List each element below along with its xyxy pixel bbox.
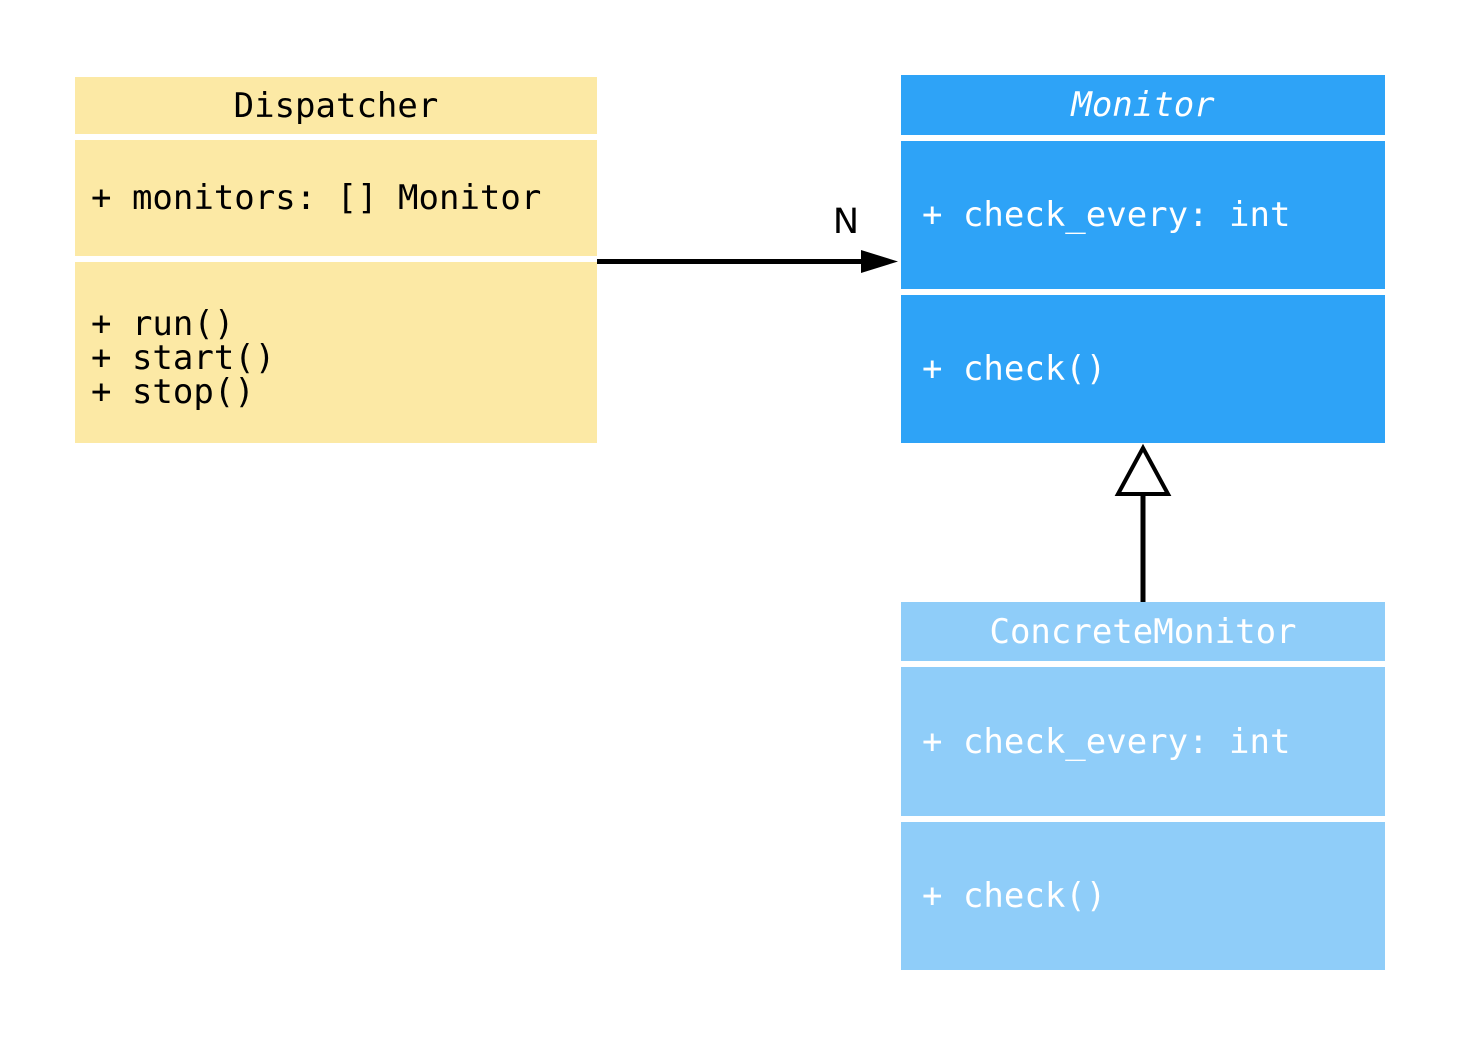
attribute-item: + check_every: int [922, 195, 1291, 235]
class-title: Monitor [1071, 85, 1215, 125]
class-title: ConcreteMonitor [989, 611, 1297, 652]
class-title-compartment: Dispatcher [75, 77, 597, 134]
class-title: Dispatcher [233, 85, 439, 126]
methods-compartment: + check() [901, 295, 1385, 443]
method-item: + check() [922, 876, 1107, 916]
attributes-compartment: + check_every: int [901, 141, 1385, 289]
class-title-compartment: Monitor [901, 75, 1385, 135]
association-arrowhead [861, 250, 898, 273]
methods-compartment: + run() + start() + stop() [75, 262, 597, 443]
attributes-compartment: + check_every: int [901, 667, 1385, 816]
class-box-monitor: Monitor + check_every: int + check() [901, 75, 1385, 443]
method-item: + start() [91, 337, 276, 378]
class-box-concretemonitor: ConcreteMonitor + check_every: int + che… [901, 602, 1385, 970]
methods-compartment: + check() [901, 822, 1385, 970]
class-title-compartment: ConcreteMonitor [901, 602, 1385, 661]
class-box-dispatcher: Dispatcher + monitors: [] Monitor + run(… [75, 77, 597, 443]
attribute-item: + monitors: [] Monitor [91, 178, 542, 218]
association-arrow [597, 250, 898, 273]
association-multiplicity-label: N [832, 202, 860, 242]
attribute-item: + check_every: int [922, 721, 1291, 762]
method-item: + run() [91, 303, 235, 344]
attributes-compartment: + monitors: [] Monitor [75, 140, 597, 256]
method-item: + check() [922, 349, 1107, 389]
method-item: + stop() [91, 371, 255, 412]
inheritance-triangle [1114, 443, 1172, 496]
inheritance-arrow [1114, 443, 1172, 602]
